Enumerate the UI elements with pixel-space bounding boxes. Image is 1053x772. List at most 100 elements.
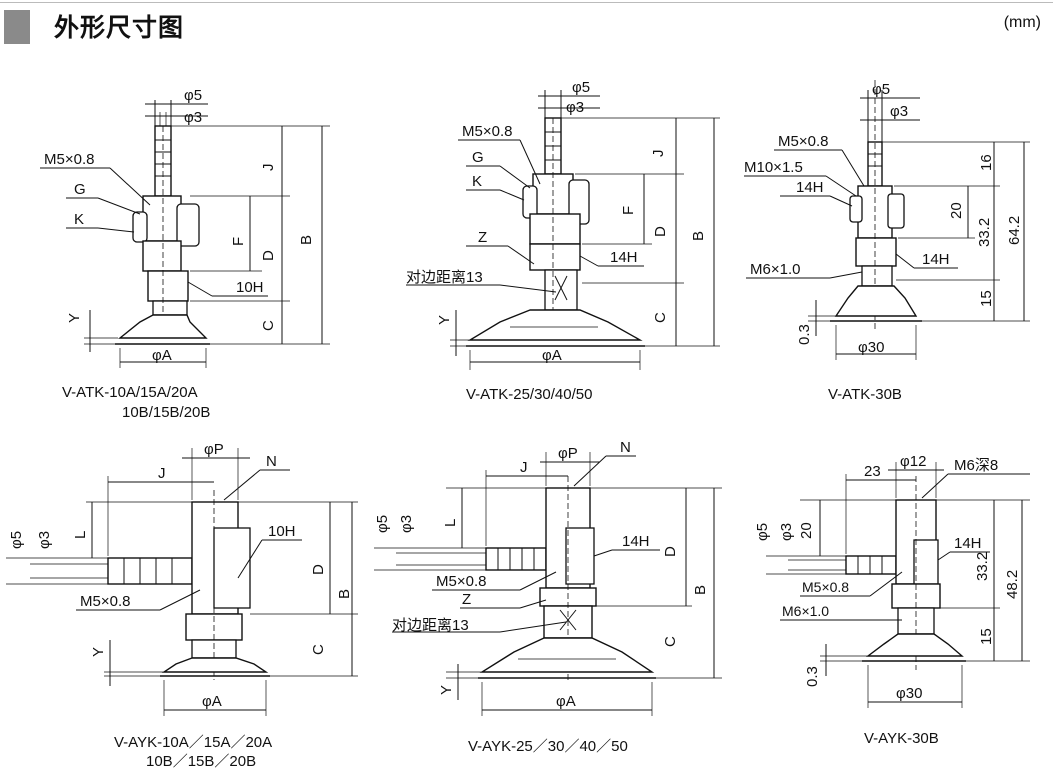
hose-barb	[107, 557, 193, 585]
label-phiA: φA	[202, 693, 222, 710]
hex-nut-lower	[147, 270, 189, 302]
header-rule	[0, 2, 1053, 3]
label-thread: M5×0.8	[80, 593, 130, 610]
label-hex: 14H	[610, 249, 638, 266]
label-thread3: M6×1.0	[750, 261, 800, 278]
label-d16: 16	[978, 154, 995, 171]
label-n: N	[266, 453, 277, 470]
label-phi5: φ5	[8, 531, 25, 549]
label-d: D	[662, 546, 679, 557]
label-phiA: φA	[542, 347, 562, 364]
label-z: Z	[462, 591, 471, 608]
label-d03: 0.3	[804, 666, 821, 687]
figure-atk-25: φ5 φ3 M5×0.8 G K Z 14H 对边距离13 J F D B C …	[406, 79, 720, 370]
label-f: F	[620, 206, 637, 215]
label-k: K	[74, 211, 84, 228]
hex-nut	[529, 243, 581, 271]
label-d15: 15	[978, 628, 995, 645]
label-hex2: 14H	[922, 251, 950, 268]
label-j: J	[650, 150, 667, 158]
label-phi3: φ3	[566, 99, 584, 116]
label-c: C	[260, 320, 277, 331]
label-hex: 10H	[236, 279, 264, 296]
hex-nut-upper	[142, 195, 182, 242]
label-c: C	[310, 644, 327, 655]
label-d20: 20	[798, 522, 815, 539]
label-phi3: φ3	[36, 531, 53, 549]
label-phi12: φ12	[900, 453, 926, 470]
label-thread1: M6深8	[954, 457, 998, 474]
label-phi3: φ3	[890, 103, 908, 120]
label-b: B	[690, 231, 707, 241]
label-y: Y	[436, 315, 453, 325]
label-thread: M5×0.8	[44, 151, 94, 168]
label-d: D	[652, 226, 669, 237]
label-phi5: φ5	[184, 87, 202, 104]
label-l: L	[72, 531, 89, 539]
label-f: F	[230, 237, 247, 246]
page-title: 外形尺寸图	[54, 14, 185, 42]
label-phi3: φ3	[398, 515, 415, 533]
figure-atk-30b: φ5 φ3 M5×0.8 M10×1.5 14H 14H M6×1.0 16 2…	[744, 80, 1030, 360]
label-j: J	[158, 465, 166, 482]
label-c: C	[662, 636, 679, 647]
label-y: Y	[438, 685, 455, 695]
unit-label: (mm)	[1003, 14, 1041, 31]
label-g: G	[472, 149, 484, 166]
label-phi5: φ5	[872, 81, 890, 98]
label-d20: 20	[948, 202, 965, 219]
label-b: B	[336, 589, 353, 599]
hose-barb	[845, 555, 897, 575]
caption-atk-10a-line2: 10B/15B/20B	[122, 404, 211, 421]
label-phi5: φ5	[374, 515, 391, 533]
label-hex: 14H	[954, 535, 982, 552]
label-l: L	[442, 519, 459, 527]
label-phiP: φP	[204, 441, 224, 458]
label-y: Y	[90, 647, 107, 657]
label-thread: M5×0.8	[436, 573, 486, 590]
label-d48: 48.2	[1004, 570, 1021, 599]
suction-pad	[161, 657, 269, 673]
header-marker	[4, 10, 30, 44]
label-phi30: φ30	[858, 339, 884, 356]
label-d: D	[260, 250, 277, 261]
label-k: K	[472, 173, 482, 190]
label-hex1: 14H	[796, 179, 824, 196]
hex-nut	[855, 237, 897, 267]
suction-pad	[865, 633, 964, 657]
suction-pad	[479, 637, 655, 673]
label-phi5: φ5	[572, 79, 590, 96]
label-j: J	[520, 459, 528, 476]
figure-atk-10a: φ5 φ3 M5×0.8 G K 10H J F D B C Y φA	[40, 87, 330, 368]
caption-atk-25: V-ATK-25/30/40/50	[466, 386, 593, 403]
label-thread2: M6×1.0	[782, 603, 829, 619]
label-flats: 对边距离13	[392, 617, 469, 634]
caption-ayk-10a-line2: 10B／15B／20B	[146, 753, 257, 770]
caption-atk-30b: V-ATK-30B	[828, 386, 902, 403]
caption-ayk-25: V-AYK-25／30／40／50	[468, 738, 628, 755]
label-phi30: φ30	[896, 685, 922, 702]
hose-barb	[485, 547, 547, 571]
label-phi3: φ3	[778, 523, 795, 541]
label-g: G	[74, 181, 86, 198]
label-y: Y	[66, 313, 83, 323]
suction-pad	[118, 314, 208, 339]
label-phi3: φ3	[184, 109, 202, 126]
caption-ayk-30b: V-AYK-30B	[864, 730, 939, 747]
label-thread: M5×0.8	[462, 123, 512, 140]
label-d23: 23	[864, 463, 881, 480]
figure-ayk-25: φP J N L φ5 φ3 14H M5×0.8 Z 对边距离13 D B C…	[374, 439, 722, 716]
label-d03: 0.3	[796, 324, 813, 345]
figure-ayk-10a: φP J N L φ5 φ3 10H M5×0.8 D B C Y φA	[6, 441, 358, 716]
caption-ayk-10a-line1: V-AYK-10A／15A／20A	[114, 734, 273, 751]
label-n: N	[620, 439, 631, 456]
label-b: B	[692, 585, 709, 595]
label-hex: 10H	[268, 523, 296, 540]
label-b: B	[298, 235, 315, 245]
label-d33: 33.2	[976, 218, 993, 247]
label-d: D	[310, 564, 327, 575]
label-flats: 对边距离13	[406, 269, 483, 286]
label-j: J	[260, 164, 277, 172]
suction-pad	[467, 309, 643, 341]
